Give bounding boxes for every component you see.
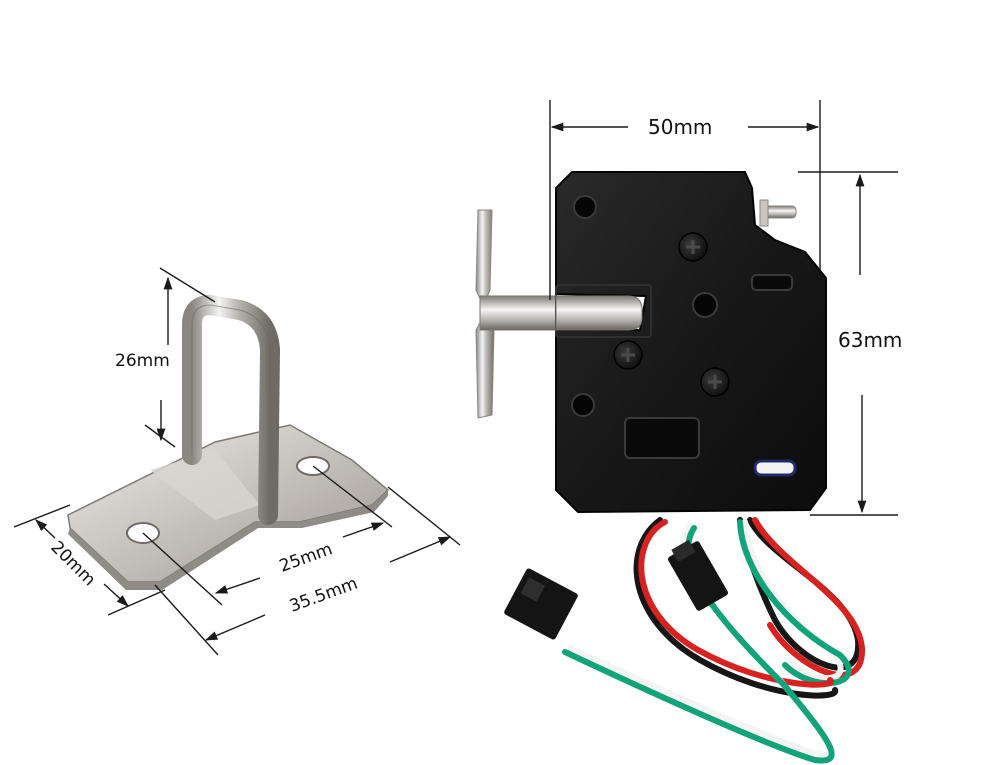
phillips-screw-left	[613, 340, 643, 370]
wire-harness	[562, 517, 866, 764]
phillips-screw-top	[678, 232, 708, 262]
dim-label-plate-length: 35.5mm	[287, 574, 361, 617]
wire-connector-male	[668, 539, 728, 611]
release-pin	[759, 199, 797, 227]
latch-bolt-inner	[555, 295, 643, 331]
mount-hole-center	[692, 292, 718, 318]
indicator-slot-top	[751, 274, 793, 291]
latch-window	[624, 417, 700, 459]
strike-plate	[67, 295, 390, 590]
dim-label-hole-spacing: 25mm	[277, 539, 335, 577]
phillips-screw-right	[700, 367, 730, 397]
strike-plate-ridge	[150, 450, 260, 520]
indicator-slot-bottom	[753, 459, 797, 477]
lock-dimensions: 50mm 63mm	[549, 100, 902, 516]
wire-connector-female	[504, 568, 578, 640]
strike-plate-edge	[68, 490, 388, 590]
dim-label-body-height: 63mm	[838, 328, 902, 352]
mount-hole-top-left	[573, 195, 597, 219]
lock-body	[555, 171, 827, 514]
dim-label-bar-height: 26mm	[115, 351, 170, 371]
dim-label-body-width: 50mm	[648, 115, 712, 139]
mount-hole-bottom-left	[571, 393, 595, 417]
electronic-lock	[475, 171, 866, 764]
